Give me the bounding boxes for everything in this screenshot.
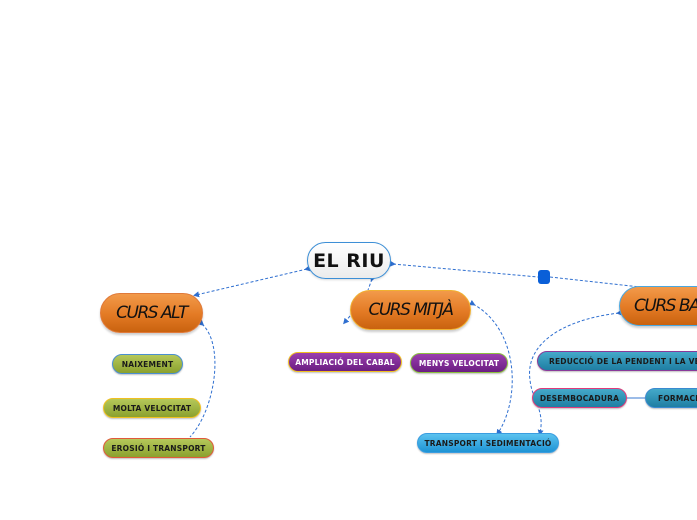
node-label: AMPLIACIÓ DEL CABAL bbox=[295, 357, 395, 367]
connector-curs-baix-desembocadura bbox=[529, 309, 623, 436]
node-label: EROSIÓ I TRANSPORT bbox=[111, 443, 206, 453]
node-ampliacio-cabal[interactable]: AMPLIACIÓ DEL CABAL bbox=[288, 352, 402, 372]
connector-curs-mitja-transport bbox=[468, 299, 513, 436]
connector-root-curs-alt bbox=[193, 265, 311, 298]
branch-curs-mitja[interactable]: CURS MITJÀ bbox=[350, 290, 471, 330]
node-label: REDUCCIÓ DE LA PENDENT I LA VELO bbox=[549, 356, 697, 366]
node-transport-sedimentacio[interactable]: TRANSPORT I SEDIMENTACIÓ bbox=[417, 433, 559, 453]
square-handle-icon[interactable] bbox=[538, 270, 550, 284]
node-label: NAIXEMENT bbox=[121, 359, 174, 369]
node-reduccio-pendent[interactable]: REDUCCIÓ DE LA PENDENT I LA VELO bbox=[537, 351, 697, 371]
branch-curs-baix[interactable]: CURS BA bbox=[619, 286, 697, 326]
branch-label: CURS ALT bbox=[116, 303, 188, 323]
node-menys-velocitat[interactable]: MENYS VELOCITAT bbox=[410, 353, 508, 373]
node-formacio[interactable]: FORMACIO bbox=[645, 388, 697, 408]
node-molta-velocitat[interactable]: MOLTA VELOCITAT bbox=[103, 398, 201, 418]
root-label: EL RIU bbox=[313, 249, 385, 272]
connector-root-curs-baix bbox=[393, 264, 641, 288]
node-erosio-transport[interactable]: EROSIÓ I TRANSPORT bbox=[103, 438, 214, 458]
node-label: MOLTA VELOCITAT bbox=[112, 403, 192, 413]
connector-curs-mitja-left bbox=[343, 315, 351, 325]
branch-label: CURS BA bbox=[634, 296, 697, 316]
node-desembocadura[interactable]: DESEMBOCADURA bbox=[532, 388, 627, 408]
branch-curs-alt[interactable]: CURS ALT bbox=[100, 293, 203, 333]
node-label: TRANSPORT I SEDIMENTACIÓ bbox=[424, 438, 552, 448]
connector-root-curs-mitja bbox=[367, 275, 376, 291]
node-naixement[interactable]: NAIXEMENT bbox=[112, 354, 183, 374]
node-label: DESEMBOCADURA bbox=[539, 393, 620, 403]
root-node[interactable]: EL RIU bbox=[307, 242, 391, 279]
node-label: FORMACIO bbox=[658, 393, 697, 403]
connector-curs-alt-erosio bbox=[189, 319, 216, 438]
node-label: MENYS VELOCITAT bbox=[418, 358, 500, 368]
branch-label: CURS MITJÀ bbox=[368, 300, 454, 320]
